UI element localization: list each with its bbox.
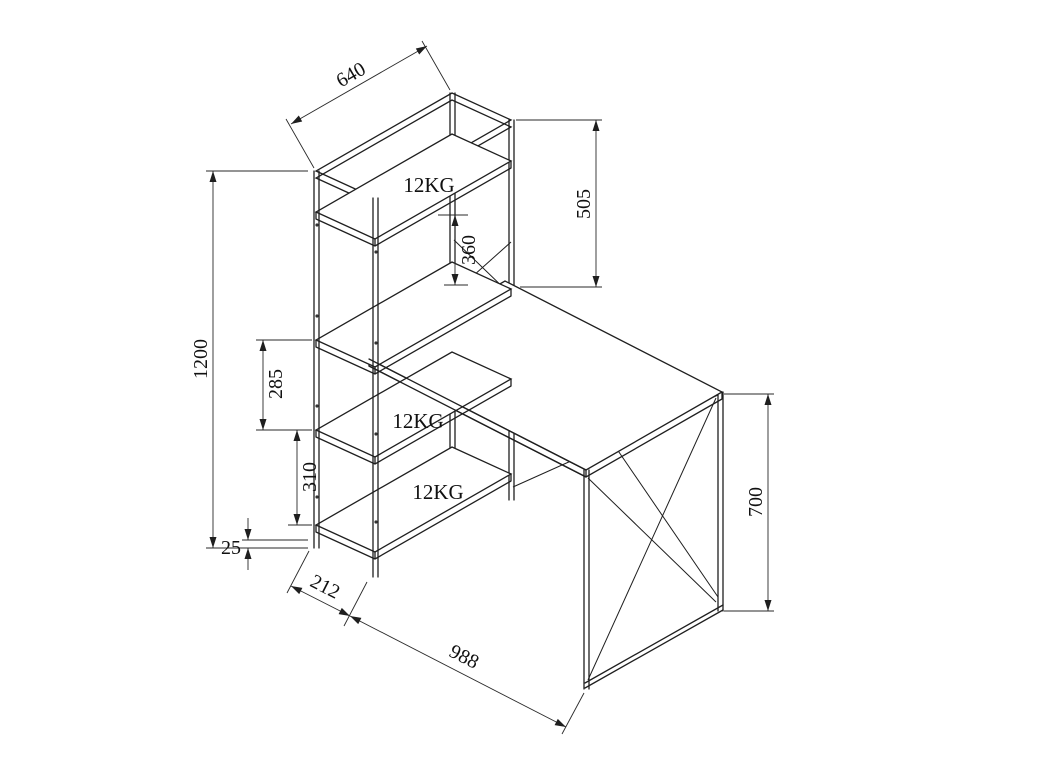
side-cross-brace [587, 397, 717, 681]
middle-shelf-thickness [315, 378, 512, 465]
screw-dot [315, 314, 319, 318]
dimension-line [349, 615, 567, 728]
dimension-overall-height: 1200 [190, 170, 308, 549]
shelf-tower [313, 92, 513, 578]
dimension-212-label: 212 [307, 570, 344, 603]
dimension-line [290, 585, 351, 617]
dimension-hutch-frame-height: 505 [516, 119, 602, 288]
tower-front-posts [313, 170, 379, 578]
bottom-side-rail [584, 604, 724, 689]
screw-dots [315, 223, 378, 524]
dimension-arrows [293, 430, 301, 525]
dimension-640-label: 640 [333, 58, 370, 92]
extension-lines [561, 692, 585, 735]
top-shelf-load-label: 12KG [403, 173, 454, 197]
extension-lines [285, 40, 451, 169]
load-labels: 12KG 12KG 12KG [392, 173, 463, 504]
dimension-desk-to-shelf-clearance: 360 [438, 214, 480, 286]
screw-dot [374, 520, 378, 524]
dimension-700-label: 700 [745, 487, 767, 517]
top-shelf-thickness [315, 160, 512, 247]
desk-underframe [512, 296, 724, 690]
dimension-lower-shelf-spacing: 310 [288, 430, 321, 526]
dimension-360-label: 360 [458, 235, 480, 265]
desktop-front-edge [368, 358, 587, 478]
extension-lines [242, 539, 308, 549]
screw-dot [315, 495, 319, 499]
extension-lines [286, 550, 368, 627]
extension-lines [206, 170, 308, 549]
bottom-shelf-load-label: 12KG [412, 480, 463, 504]
dimension-foot-height: 25 [221, 518, 308, 570]
dimension-310-label: 310 [299, 462, 321, 492]
dimension-arrows [291, 586, 350, 616]
dimension-tower-width: 212 [286, 550, 368, 627]
screw-dot [315, 223, 319, 227]
dimension-arrows [244, 529, 252, 559]
dimension-desktop-width: 988 [349, 615, 585, 735]
screw-dot [374, 341, 378, 345]
screw-dot [315, 404, 319, 408]
desk-level-shelf-thickness [315, 288, 512, 375]
dimension-25-label: 25 [221, 537, 241, 559]
screw-dot [374, 250, 378, 254]
extension-lines [724, 393, 774, 612]
bottom-shelf-thickness [315, 473, 512, 560]
extension-lines [256, 339, 312, 431]
dimension-988-label: 988 [446, 640, 483, 673]
middle-shelf-load-label: 12KG [392, 409, 443, 433]
dimension-arrows [259, 340, 267, 430]
dimension-line [290, 45, 428, 125]
dimension-505-label: 505 [573, 189, 595, 219]
extension-lines [516, 119, 602, 288]
dimension-desk-height: 700 [724, 393, 774, 612]
dimension-285-label: 285 [265, 369, 287, 399]
extension-lines [438, 214, 468, 286]
dimension-upper-shelf-spacing: 285 [256, 339, 312, 431]
screw-dot [374, 432, 378, 436]
dimension-1200-label: 1200 [190, 339, 212, 379]
desk-legs [583, 391, 724, 690]
